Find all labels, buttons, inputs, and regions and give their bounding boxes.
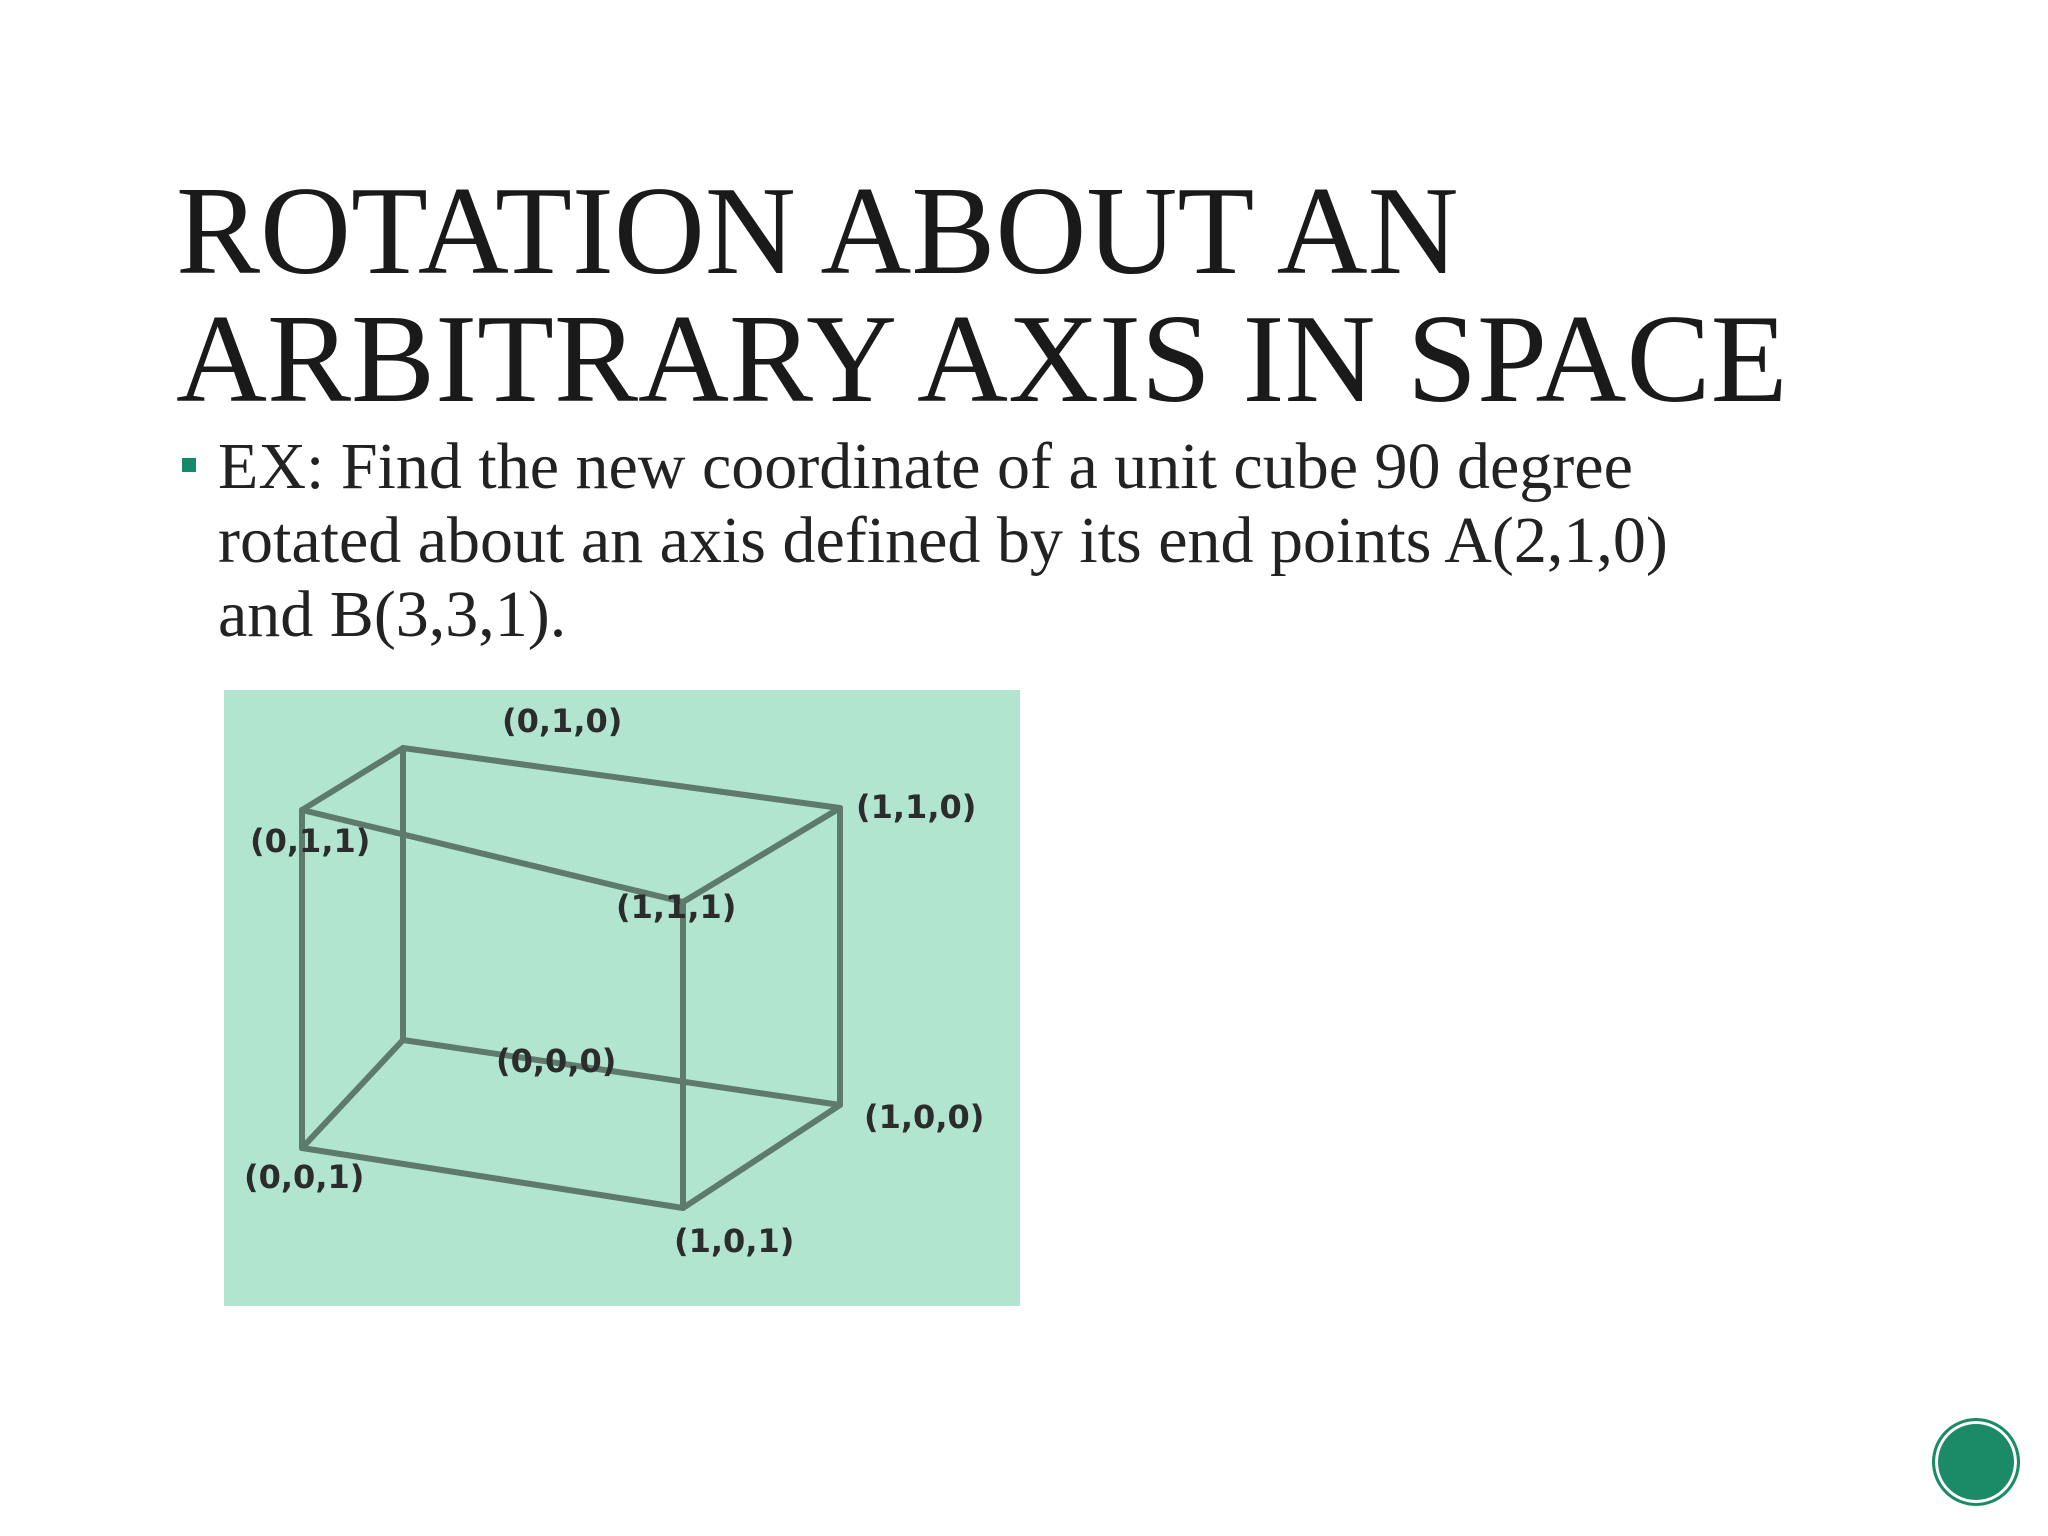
cube-edge bbox=[299, 807, 686, 905]
cube-edge bbox=[299, 1145, 686, 1211]
unit-cube-figure: (0,1,0) (1,1,0) (0,1,1) (1,1,1) (0,0,0) … bbox=[224, 690, 1020, 1306]
vertex-label-001: (0,0,1) bbox=[244, 1158, 364, 1196]
cube-edge bbox=[400, 1037, 843, 1108]
vertex-label-100: (1,0,0) bbox=[864, 1098, 984, 1136]
bullet-text-line-2: rotated about an axis defined by its end… bbox=[218, 504, 1668, 577]
slide-title-line-1: ROTATION ABOUT AN bbox=[176, 162, 1459, 301]
cube-edge bbox=[680, 805, 843, 905]
vertex-label-101: (1,0,1) bbox=[674, 1222, 794, 1260]
bullet-text-line-3: and B(3,3,1). bbox=[218, 578, 567, 651]
cube-edge bbox=[299, 1037, 406, 1151]
vertex-label-010: (0,1,0) bbox=[502, 702, 622, 740]
bullet-square-icon bbox=[182, 458, 196, 472]
vertex-label-110: (1,1,0) bbox=[856, 788, 976, 826]
vertex-label-011: (0,1,1) bbox=[250, 822, 370, 860]
vertex-label-111: (1,1,1) bbox=[616, 888, 736, 926]
vertex-label-000: (0,0,0) bbox=[496, 1042, 616, 1080]
bullet-text-line-1: EX: Find the new coordinate of a unit cu… bbox=[218, 430, 1633, 503]
cube-edge bbox=[299, 745, 406, 813]
slide-title: ROTATION ABOUT AN ARBITRARY AXIS IN SPAC… bbox=[176, 168, 1976, 424]
cube-edge bbox=[680, 1102, 843, 1211]
cube-edge bbox=[400, 745, 843, 811]
slide-title-line-2: ARBITRARY AXIS IN SPACE bbox=[176, 290, 1788, 429]
bullet-text: EX: Find the new coordinate of a unit cu… bbox=[218, 430, 1978, 652]
unit-cube-diagram: (0,1,0) (1,1,0) (0,1,1) (1,1,1) (0,0,0) … bbox=[244, 702, 984, 1260]
circle-nav-icon[interactable] bbox=[1932, 1418, 2020, 1506]
